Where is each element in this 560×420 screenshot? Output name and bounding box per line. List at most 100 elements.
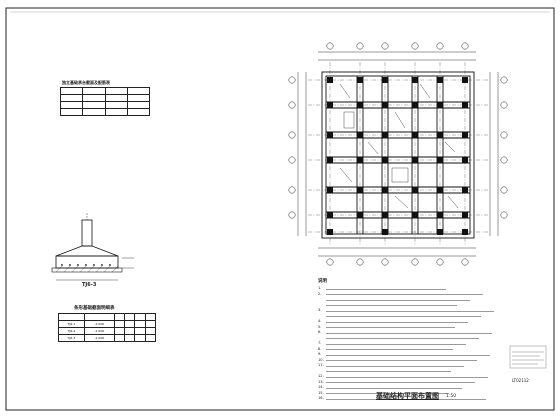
table-cell (134, 320, 146, 328)
table-cell (124, 320, 136, 328)
table-cell (58, 313, 85, 321)
note-line: 9. (318, 352, 322, 356)
detail-rebar-dots (61, 264, 111, 266)
table-cell (144, 334, 157, 342)
note-line-stroke (326, 332, 492, 334)
note-line: 16. (318, 396, 324, 400)
note-line: 2. (318, 291, 322, 296)
table-cell: -2.000 (83, 334, 115, 342)
corner-stamp (509, 345, 547, 369)
table-cell (113, 313, 126, 321)
note-line: 5. (318, 324, 322, 329)
table-cell (83, 313, 115, 321)
table-cell (124, 327, 136, 335)
note-line-stroke (326, 354, 490, 356)
note-line-stroke (326, 360, 477, 361)
note-line-stroke (326, 349, 453, 350)
top-table (59, 87, 151, 116)
table-cell (144, 320, 157, 328)
table-cell (104, 101, 128, 109)
table-cell: TJ6-1 (58, 320, 85, 328)
table-cell (126, 87, 151, 95)
note-line-stroke (326, 376, 488, 378)
note-line-stroke (326, 288, 446, 290)
table-cell (126, 94, 151, 102)
table-cell (134, 327, 146, 335)
plan-detail-strokes (339, 83, 459, 209)
table-row: TJ6-3-2.000 (58, 334, 157, 342)
table-cell (113, 334, 126, 342)
note-line: 15. (318, 390, 324, 395)
note-line-stroke (326, 338, 479, 339)
note-line-stroke (326, 343, 466, 345)
table-cell (126, 108, 151, 116)
notes-list: 1.2. 3. 4.5.6. 7.8.9.10.11. 12.13.14.15.16. (318, 286, 498, 402)
table-cell: TJ6-2 (58, 327, 85, 335)
note-line-stroke (326, 382, 475, 383)
note-line-stroke (326, 299, 470, 301)
note-line-stroke (326, 294, 483, 295)
table-cell (104, 108, 128, 116)
table-cell (144, 313, 157, 321)
notes-heading: 说明 (318, 279, 327, 284)
detail-label: TJ6-3 (82, 282, 97, 288)
note-line-stroke (326, 387, 462, 389)
table-cell (113, 320, 126, 328)
note-line-stroke (326, 365, 464, 367)
table-row (59, 94, 151, 102)
table-cell (113, 327, 126, 335)
note-line: 10. (318, 357, 324, 362)
note-line: 1. (318, 286, 322, 290)
note-line: 6. (318, 330, 322, 334)
note-line-stroke (326, 398, 486, 400)
note-line-stroke (326, 316, 481, 317)
table-row (58, 313, 157, 321)
note-line-stroke (326, 310, 494, 312)
table-cell (59, 108, 84, 116)
plan-foundation-beams (321, 71, 475, 239)
note-line: 14. (318, 385, 324, 389)
table-row (59, 108, 151, 116)
table-cell (124, 334, 136, 342)
table-cell (104, 87, 128, 95)
note-line-stroke (326, 393, 449, 394)
table-cell (82, 87, 106, 95)
plan-title: 基础结构平面布置图 (376, 392, 439, 400)
plan-columns (327, 77, 468, 235)
table-cell (59, 94, 84, 102)
table-cell (124, 313, 136, 321)
table-row: TJ6-1-2.000 (58, 320, 157, 328)
note-line-stroke (326, 321, 468, 323)
table-cell (82, 101, 106, 109)
table-row (59, 87, 151, 95)
note-line: 3. (318, 308, 322, 312)
footing-section-detail (51, 213, 134, 281)
table-row (59, 101, 151, 109)
table-row: TJ6-2-2.000 (58, 327, 157, 335)
note-line: 8. (318, 346, 322, 351)
table-cell: -2.000 (83, 320, 115, 328)
table-cell: TJ6-3 (58, 334, 85, 342)
sheet-border (5, 7, 555, 411)
note-line-stroke (326, 371, 451, 372)
note-line: 12. (318, 374, 324, 378)
plan-dimension-lines (297, 51, 499, 257)
top-table-title: 独立基础承台截面及配筋表 (62, 80, 110, 85)
note-line: 11. (318, 363, 324, 367)
table-cell (59, 101, 84, 109)
note-line-stroke (326, 305, 457, 306)
detail-hatching (55, 265, 119, 273)
bottom-table-title: 条形基础截面明细表 (74, 306, 115, 311)
table-cell (82, 94, 106, 102)
note-line: 7. (318, 341, 322, 345)
note-line: 4. (318, 319, 322, 323)
table-cell (134, 334, 146, 342)
table-cell (134, 313, 146, 321)
plan-axis-bubbles (288, 42, 508, 266)
note-line-stroke (326, 327, 455, 328)
foundation-plan (288, 42, 508, 266)
note-line: 13. (318, 379, 324, 384)
table-cell (126, 101, 151, 109)
table-cell (144, 327, 157, 335)
